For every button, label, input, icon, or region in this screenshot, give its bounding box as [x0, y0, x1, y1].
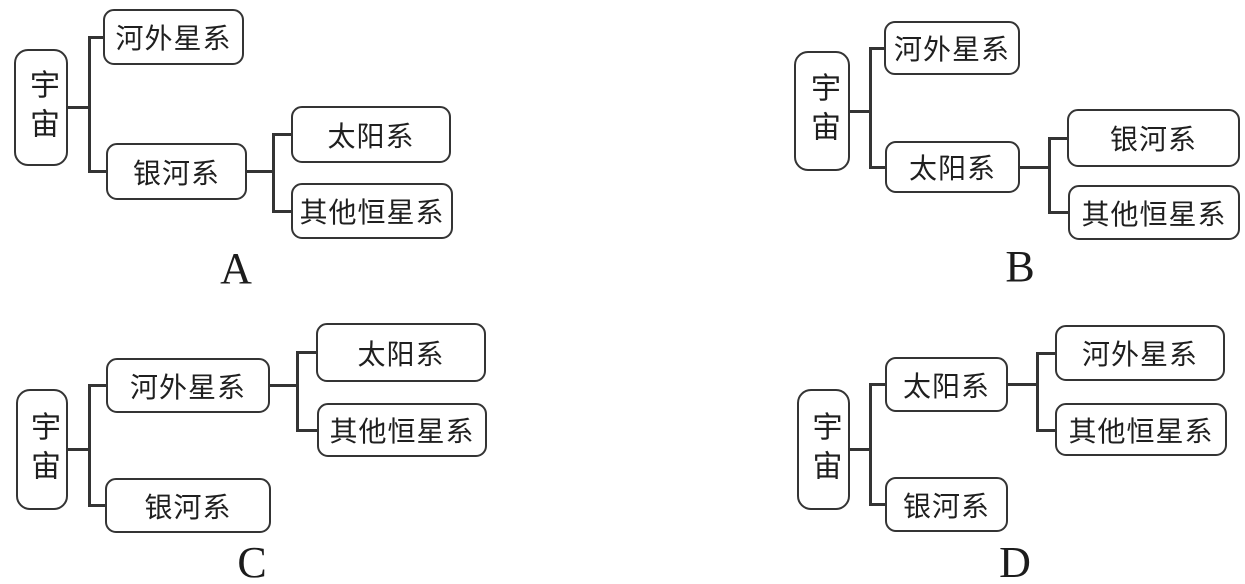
connector — [88, 504, 106, 507]
connector — [272, 210, 292, 213]
connector — [296, 351, 299, 431]
node-extragalactic-d: 河外星系 — [1055, 325, 1225, 381]
connector — [88, 36, 104, 39]
connector — [1048, 137, 1068, 140]
option-label-d: D — [999, 538, 1031, 584]
connector — [1008, 383, 1038, 386]
connector — [88, 384, 91, 507]
connector — [296, 351, 317, 354]
option-label-c: C — [237, 538, 267, 584]
node-universe-c: 宇宙 — [16, 389, 68, 510]
node-universe-d: 宇宙 — [797, 389, 850, 510]
connector — [270, 384, 298, 387]
connector — [1048, 137, 1051, 214]
node-universe-b: 宇宙 — [794, 51, 850, 171]
node-solar-system-a: 太阳系 — [291, 106, 451, 163]
connector — [88, 36, 91, 173]
connector — [850, 448, 871, 451]
node-other-star-systems-b: 其他恒星系 — [1068, 185, 1240, 240]
connector — [272, 133, 275, 213]
connector — [869, 166, 886, 169]
option-label-a: A — [220, 244, 252, 293]
node-milky-way-c: 银河系 — [105, 478, 271, 533]
connector — [869, 47, 885, 50]
connector — [869, 503, 887, 506]
node-universe-a: 宇宙 — [14, 49, 68, 166]
node-milky-way-a: 银河系 — [106, 143, 247, 200]
node-other-star-systems-d: 其他恒星系 — [1055, 403, 1227, 456]
node-solar-system-b: 太阳系 — [885, 141, 1020, 193]
option-label-b: B — [1005, 242, 1035, 291]
node-extragalactic-b: 河外星系 — [884, 21, 1020, 75]
node-solar-system-d: 太阳系 — [885, 357, 1008, 412]
node-milky-way-d: 银河系 — [885, 477, 1008, 532]
connector — [869, 47, 872, 169]
connector — [272, 133, 292, 136]
node-milky-way-b: 银河系 — [1067, 109, 1240, 167]
node-extragalactic-c: 河外星系 — [106, 358, 270, 413]
connector — [1020, 166, 1050, 169]
connector — [246, 170, 274, 173]
connector — [1036, 352, 1039, 431]
connector — [68, 448, 90, 451]
connector — [296, 429, 318, 432]
node-solar-system-c: 太阳系 — [316, 323, 486, 382]
node-other-star-systems-c: 其他恒星系 — [317, 403, 487, 457]
connector — [88, 384, 107, 387]
connector — [850, 110, 871, 113]
connector — [1048, 211, 1069, 214]
connector — [88, 170, 107, 173]
connector — [1036, 429, 1056, 432]
connector — [869, 383, 872, 506]
node-extragalactic-a: 河外星系 — [103, 9, 244, 65]
connector — [68, 106, 90, 109]
connector — [1036, 352, 1056, 355]
connector — [869, 383, 886, 386]
node-other-star-systems-a: 其他恒星系 — [291, 183, 453, 239]
